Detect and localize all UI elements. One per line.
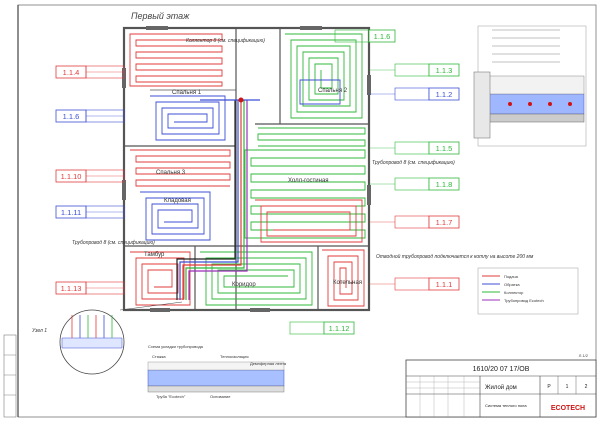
room-names: Спальня 1 Спальня 2 Холл-гостиная Спальн… (144, 88, 362, 288)
detail-callout (59, 301, 183, 375)
brand-logo: ECOTECH (551, 405, 585, 412)
sheets-total: 2 (585, 384, 588, 390)
drawing-notes: Коллектор 8 (см. спецификацию) Трубопров… (32, 38, 534, 334)
zone-label-1-1-1: 1.1.1 (436, 280, 453, 289)
zone-label-1-1-7: 1.1.7 (436, 218, 453, 227)
svg-text:Схема укладки трубопровода: Схема укладки трубопровода (148, 344, 204, 349)
zone-label-1-1-4: 1.1.4 (63, 68, 80, 77)
pipe-loops (129, 33, 366, 307)
svg-text:Котельная: Котельная (333, 280, 362, 286)
zone-label-1-1-10: 1.1.10 (61, 172, 82, 181)
title-block: 1610/20 07 17/ОВ Жилой дом Система тепло… (405, 353, 597, 418)
svg-text:Холл-гостиная: Холл-гостиная (288, 178, 329, 184)
svg-text:Спальня 3: Спальня 3 (156, 170, 186, 176)
margin-stamp (3, 334, 17, 418)
collector-point (238, 97, 244, 103)
zone-label-1-1-2: 1.1.2 (436, 90, 453, 99)
svg-text:Коллектор 8 (см. спецификацию): Коллектор 8 (см. спецификацию) (186, 38, 265, 44)
zone-label-1-1-8: 1.1.8 (436, 180, 453, 189)
zone-label-1-1-5: 1.1.5 (436, 144, 453, 153)
object-name: Жилой дом (485, 384, 517, 391)
svg-text:Трубопровод 8 (см. спецификаци: Трубопровод 8 (см. спецификацию) (372, 160, 455, 166)
zone-label-1-1-3: 1.1.3 (436, 66, 453, 75)
sheet-label: Л.1/2 (579, 353, 589, 358)
zone-label-1-1-11: 1.1.11 (61, 208, 81, 217)
svg-text:Коридор: Коридор (232, 282, 256, 288)
zone-label-1-1-6b: 1.1.6 (374, 32, 391, 41)
zone-label-1-1-13: 1.1.13 (61, 284, 82, 293)
sheet-number: 1 (566, 384, 569, 390)
svg-text:Обратка: Обратка (504, 282, 520, 287)
svg-text:Кладовая: Кладовая (164, 198, 191, 204)
svg-text:Основание: Основание (210, 394, 231, 399)
zone-label-1-1-6: 1.1.6 (63, 112, 80, 121)
right-zone-labels: 1.1.6 1.1.3 1.1.2 1.1.5 1.1.8 1.1.7 1.1.… (289, 29, 460, 335)
pipe-section-legend: Схема укладки трубопровода Стяжка Теплои… (147, 344, 287, 399)
svg-text:Узел 1: Узел 1 (32, 328, 47, 334)
svg-text:Стяжка: Стяжка (152, 354, 166, 359)
svg-text:Трубопровод 8 (см. спецификаци: Трубопровод 8 (см. спецификацию) (72, 240, 155, 246)
svg-text:Спальня 1: Спальня 1 (172, 90, 202, 96)
svg-text:Отводной трубопровод подключае: Отводной трубопровод подключается к котл… (376, 253, 534, 260)
stage: Р (547, 384, 551, 390)
right-legend: Подача Обратка Коллектор Трубопровод Eco… (477, 267, 579, 315)
risers (176, 99, 260, 300)
svg-text:Коллектор: Коллектор (504, 290, 524, 295)
svg-text:Трубопровод Ecotech: Трубопровод Ecotech (504, 298, 544, 303)
plan-title: Первый этаж (131, 11, 190, 21)
svg-text:Труба "Ecotech": Труба "Ecotech" (156, 394, 186, 399)
svg-text:Спальня 2: Спальня 2 (318, 88, 348, 94)
left-zone-labels: 1.1.4 1.1.6 1.1.10 1.1.11 1.1.13 (55, 65, 125, 295)
svg-text:Подача: Подача (504, 274, 519, 279)
zone-label-1-1-12: 1.1.12 (329, 324, 350, 333)
building-walls (122, 26, 371, 312)
drawing-name: Система теплого пола (485, 403, 527, 408)
svg-text:Тамбур: Тамбур (144, 252, 165, 258)
svg-text:Демпферная лента: Демпферная лента (250, 361, 287, 366)
project-code: 1610/20 07 17/ОВ (473, 366, 530, 373)
floor-section-detail (473, 25, 587, 147)
svg-text:Теплоизоляция: Теплоизоляция (220, 354, 249, 359)
